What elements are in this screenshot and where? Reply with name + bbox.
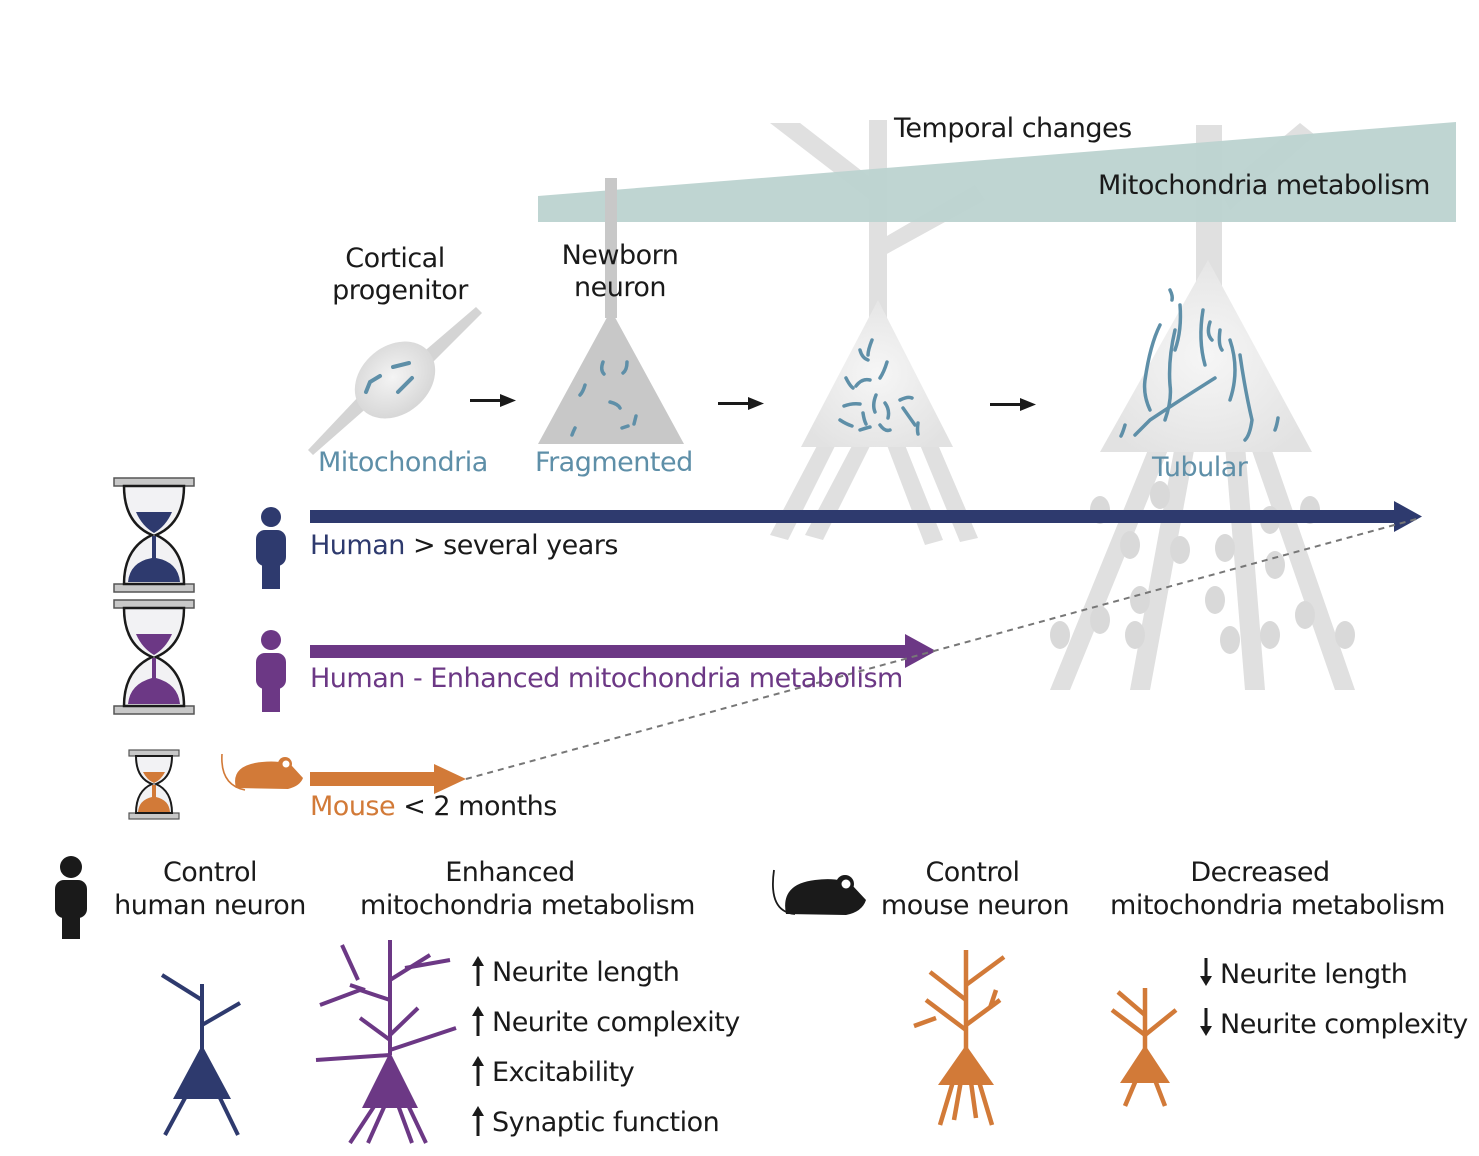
stage-1-title-line1: Cortical [345,243,445,274]
control-human-line2: human neuron [114,890,306,921]
effect-up-neurite-complexity: Neurite complexity [492,1007,740,1038]
timeline-human-enhanced [310,634,936,668]
stage-1-mito-label: Mitochondria [318,447,488,478]
down-arrow-icons [1200,958,1212,1036]
metabolism-band [538,122,1456,222]
stage-arrows [470,394,1036,411]
person-icon-control [55,856,87,939]
neuron-control-human [160,973,242,1136]
stage-2-title-line2: neuron [574,272,666,303]
neuron-enhanced [315,940,457,1145]
timeline-human-label: Human > several years [310,531,618,561]
mouse-icon-black [772,869,866,915]
timeline-human-enhanced-label: Human - Enhanced mitochondria metabolism [310,663,903,694]
temporal-changes-label: Temporal changes [894,113,1132,144]
decreased-line2: mitochondria metabolism [1110,890,1445,921]
metabolism-band-label: Mitochondria metabolism [1098,170,1430,201]
up-arrow-icons [472,956,484,1136]
newborn-neuron [538,178,684,444]
neuron-decreased [1110,988,1178,1107]
species-mouse: Mouse [310,791,396,822]
effect-up-excitability: Excitability [492,1057,635,1088]
mitochondria-icon [364,361,414,394]
hourglass-icon-mouse [128,749,180,820]
immature-neuron [801,300,953,447]
stage-1-title-line2: progenitor [332,275,468,306]
mature-neuron [1100,260,1312,452]
stage-4-mito-label: Tubular [1152,452,1248,483]
cortical-progenitor-cell [308,307,482,455]
hourglass-icon-human-enhanced [113,599,195,715]
effect-down-neurite-length: Neurite length [1220,959,1408,990]
control-mouse-line2: mouse neuron [880,890,1070,921]
timeline-human [310,501,1422,532]
control-human-line1: Control [162,857,258,888]
hourglass-icon-human [113,477,195,593]
effect-up-neurite-length: Neurite length [492,957,680,988]
timeline-mouse [310,764,466,794]
duration-mouse: < 2 months [395,791,557,822]
person-icon-human [256,507,286,589]
control-mouse-line1: Control [925,857,1020,888]
person-icon-human-enhanced [256,630,286,712]
effect-up-synaptic-function: Synaptic function [492,1107,720,1138]
neuron-control-mouse [913,950,1006,1126]
stage-2-mito-label: Fragmented [535,447,693,478]
duration-human: > several years [404,530,619,561]
decreased-line1: Decreased [1190,857,1330,888]
enhanced-line2: mitochondria metabolism [360,890,695,921]
species-human: Human [310,530,405,561]
enhanced-line1: Enhanced [445,857,575,888]
mouse-icon-orange [221,753,303,791]
effect-down-neurite-complexity: Neurite complexity [1220,1009,1468,1040]
stage-2-title-line1: Newborn [561,240,679,271]
timeline-mouse-label: Mouse < 2 months [310,792,557,822]
